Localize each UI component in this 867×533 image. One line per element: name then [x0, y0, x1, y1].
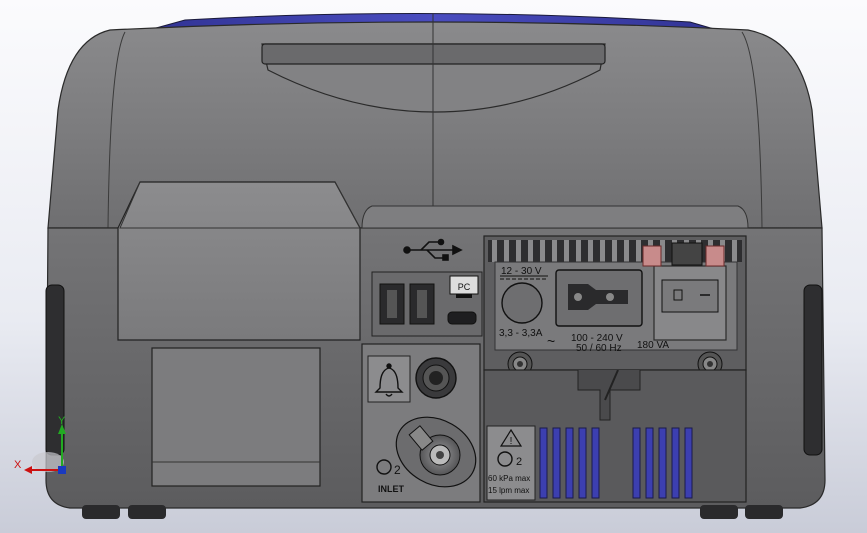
fin: [504, 240, 509, 262]
left-contour: [107, 31, 126, 229]
dc-current-label: 3,3 - 3,3A: [499, 328, 543, 339]
vent-slot: [539, 427, 548, 499]
o2-inlet-connector[interactable]: [384, 403, 489, 500]
usb-port-2-tongue: [417, 290, 427, 318]
svg-text:!: !: [510, 436, 513, 447]
alarm-connector[interactable]: [415, 357, 457, 399]
ac-voltage-label: 100 - 240 V: [571, 333, 623, 344]
foot-left-2: [128, 505, 166, 519]
vent-slot: [684, 427, 693, 499]
vent-bracket: [577, 370, 641, 421]
fin: [576, 240, 581, 262]
flow-max-label: 15 lpm max: [488, 486, 529, 495]
clip-right: [705, 245, 725, 267]
o2-circle-large: [376, 459, 392, 475]
fin: [528, 240, 533, 262]
pressure-max-label: 60 kPa max: [488, 474, 530, 483]
power-switch[interactable]: [661, 279, 719, 313]
pc-icon: PC: [449, 275, 479, 298]
fin: [636, 240, 641, 262]
vent-slots: [539, 427, 693, 499]
dc-input-jack[interactable]: [501, 282, 543, 324]
ac-freq-label: 50 / 60 Hz: [576, 343, 622, 354]
o2-circle-small: [497, 451, 513, 467]
foot-right-1: [700, 505, 738, 519]
mini-usb-port[interactable]: [447, 311, 477, 325]
fin: [660, 240, 665, 262]
o2-sub-small: 2: [516, 456, 522, 468]
latch[interactable]: [671, 242, 703, 266]
clip-left: [642, 245, 662, 267]
label-plate: [151, 347, 321, 487]
fin: [600, 240, 605, 262]
battery-hatch-bevel: [119, 181, 361, 229]
usb-icon: [403, 238, 463, 261]
fin: [552, 240, 557, 262]
pc-label: PC: [458, 282, 471, 292]
fin: [732, 240, 737, 262]
inlet-label: INLET: [378, 484, 405, 494]
switch-off-mark: [673, 289, 683, 301]
dc-voltage-label: 12 - 30 V: [501, 266, 542, 277]
fin: [624, 240, 629, 262]
vent-slot: [658, 427, 667, 499]
bell-icon: [374, 363, 404, 397]
usb-port-1-tongue: [387, 290, 397, 318]
axis-x-label: X: [14, 459, 22, 471]
vent-slot: [578, 427, 587, 499]
ac-power-label: 180 VA: [637, 340, 669, 351]
right-grip: [803, 284, 823, 456]
vent-slot: [552, 427, 561, 499]
foot-left-1: [82, 505, 120, 519]
vent-slot: [565, 427, 574, 499]
fin: [540, 240, 545, 262]
top-right-recess: [361, 205, 749, 229]
alarm-bell-box: [367, 355, 411, 403]
vent-slot: [645, 427, 654, 499]
coordinate-triad: Y X: [14, 415, 66, 474]
battery-hatch[interactable]: [117, 181, 361, 341]
vent-slot: [591, 427, 600, 499]
fin: [564, 240, 569, 262]
vent-slot: [632, 427, 641, 499]
foot-right-2: [745, 505, 783, 519]
vent-slot: [671, 427, 680, 499]
o2-sub-large: 2: [394, 463, 401, 477]
upper-housing: [47, 21, 823, 229]
fin: [588, 240, 593, 262]
ac-inlet-pins: [568, 284, 628, 310]
axis-y-label: Y: [58, 415, 66, 427]
fin: [516, 240, 521, 262]
right-contour: [741, 31, 763, 229]
warning-triangle-icon: !: [499, 428, 523, 447]
fin: [612, 240, 617, 262]
fin: [492, 240, 497, 262]
ac-tilde-label: ~: [547, 333, 555, 349]
